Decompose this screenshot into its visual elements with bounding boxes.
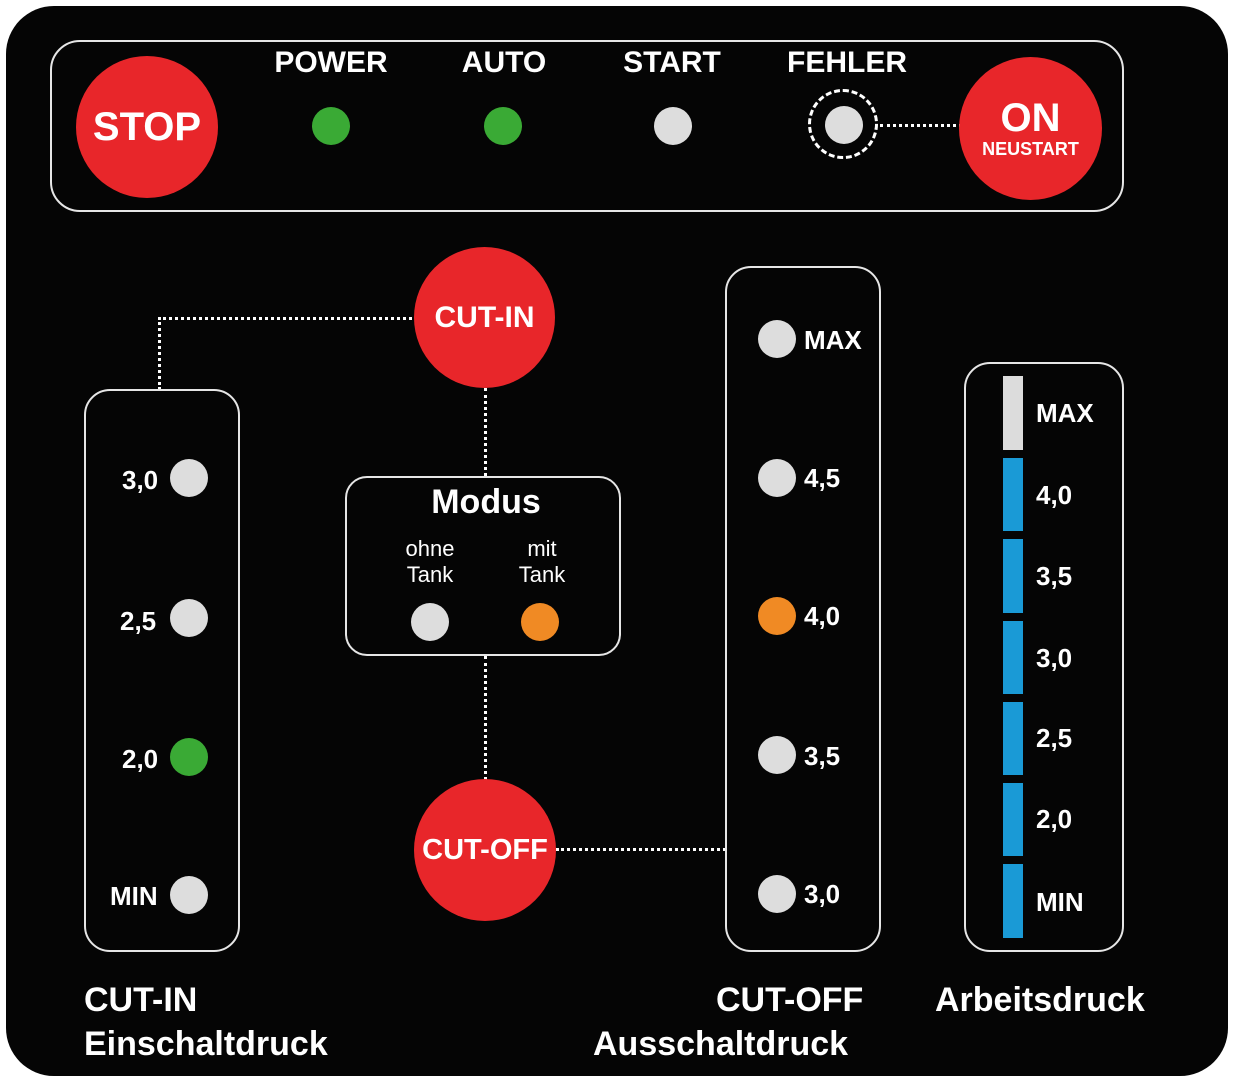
on-label: ON (1000, 95, 1061, 140)
fehler-to-on-connector (880, 124, 962, 127)
cut-in-caption-subtitle: Einschaltdruck (84, 1025, 328, 1063)
pressure-level-label: 2,5 (1036, 723, 1073, 753)
cut-off-level-led[interactable] (758, 459, 796, 497)
pressure-bar-segment (1003, 702, 1023, 775)
cut-in-level-label: 2,0 (122, 744, 159, 774)
modus-box (345, 476, 621, 656)
ohne-tank-label-line1: ohne (405, 536, 455, 561)
ohne-tank-label-line2: Tank (406, 562, 454, 587)
cut-in-to-box-connector-h (158, 317, 418, 320)
pressure-bar-segment (1003, 539, 1023, 613)
start-label: START (623, 46, 721, 79)
cut-off-level-label: 4,5 (804, 463, 841, 493)
mit-tank-led[interactable] (521, 603, 559, 641)
cut-in-level-label: 2,5 (120, 606, 157, 636)
arbeitsdruck-caption: Arbeitsdruck (935, 981, 1145, 1019)
cut-off-level-label: 3,5 (804, 741, 841, 771)
cut-in-level-box (84, 389, 240, 952)
cut-off-level-led[interactable] (758, 597, 796, 635)
pressure-level-label: 3,0 (1036, 643, 1073, 673)
pressure-bar-segment (1003, 783, 1023, 856)
cut-off-level-led[interactable] (758, 736, 796, 774)
cut-in-level-led[interactable] (170, 876, 208, 914)
cut-off-button[interactable]: CUT-OFF (414, 779, 556, 921)
fehler-led (825, 106, 863, 144)
pressure-bar-segment (1003, 376, 1023, 450)
cut-in-to-box-connector-v (158, 317, 161, 390)
cut-off-level-led[interactable] (758, 320, 796, 358)
fehler-led-dotted-ring (808, 89, 878, 159)
power-label: POWER (274, 46, 388, 79)
modus-to-cut-off-connector (484, 656, 487, 780)
cut-in-to-modus-connector (484, 388, 487, 476)
cut-off-level-label: MAX (804, 325, 862, 355)
status-bar-frame (50, 40, 1124, 212)
cut-in-button-label: CUT-IN (434, 300, 535, 334)
cut-off-caption-title: CUT-OFF (716, 981, 864, 1019)
start-led (654, 107, 692, 145)
cut-off-level-led[interactable] (758, 875, 796, 913)
cut-in-level-label: MIN (110, 881, 158, 911)
cut-in-caption-title: CUT-IN (84, 981, 198, 1019)
pressure-level-label: MAX (1036, 398, 1094, 428)
pressure-bar-segment (1003, 621, 1023, 694)
cut-in-level-label: 3,0 (122, 465, 159, 495)
arbeitsdruck-gauge-box (964, 362, 1124, 952)
cut-off-level-label: 4,0 (804, 601, 841, 631)
stop-button-label: STOP (92, 104, 202, 149)
auto-led (484, 107, 522, 145)
cut-off-caption-subtitle: Ausschaltdruck (593, 1025, 849, 1063)
modus-title: Modus (431, 483, 541, 521)
neustart-label: NEUSTART (982, 138, 1079, 159)
cut-off-to-box-connector (556, 848, 726, 851)
pressure-bar-segment (1003, 864, 1023, 938)
auto-label: AUTO (461, 46, 547, 79)
ohne-tank-led[interactable] (411, 603, 449, 641)
mit-tank-label-line2: Tank (518, 562, 566, 587)
cut-off-level-label: 3,0 (804, 879, 841, 909)
cut-off-level-box (725, 266, 881, 952)
on-neustart-button[interactable]: ON NEUSTART (959, 57, 1102, 200)
fehler-label: FEHLER (787, 46, 907, 79)
cut-off-button-label: CUT-OFF (422, 833, 548, 866)
cut-in-level-led[interactable] (170, 599, 208, 637)
cut-in-level-led[interactable] (170, 738, 208, 776)
pressure-level-label: 4,0 (1036, 480, 1073, 510)
stop-button[interactable]: STOP (76, 56, 218, 198)
pressure-level-label: MIN (1036, 887, 1084, 917)
pressure-bar-segment (1003, 458, 1023, 531)
mit-tank-label-line1: mit (527, 536, 557, 561)
cut-in-level-led[interactable] (170, 459, 208, 497)
pressure-level-label: 2,0 (1036, 804, 1073, 834)
power-led (312, 107, 350, 145)
cut-in-button[interactable]: CUT-IN (414, 247, 555, 388)
pressure-level-label: 3,5 (1036, 561, 1073, 591)
